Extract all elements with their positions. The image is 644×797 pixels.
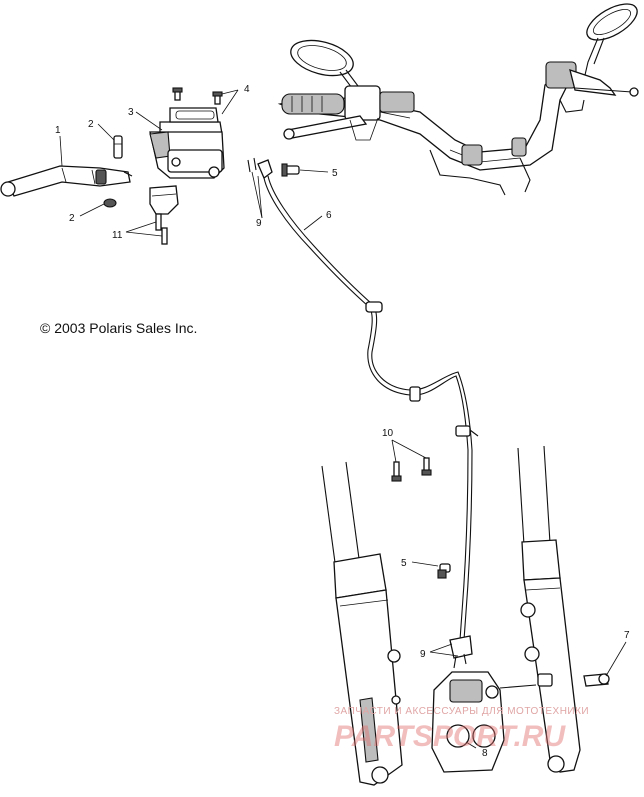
callout-10: 10 [382, 428, 394, 439]
callout-5-upper: 5 [332, 168, 338, 179]
right-control-housing [545, 61, 639, 113]
pivot-nut [103, 198, 117, 208]
callout-5-lower: 5 [401, 558, 407, 569]
callout-2-lower: 2 [69, 213, 75, 224]
brake-caliper [431, 671, 553, 773]
callout-9-upper: 9 [256, 218, 262, 229]
left-grip [281, 93, 345, 115]
callout-2-upper: 2 [88, 119, 94, 130]
left-fork [321, 461, 403, 786]
handlebar [277, 74, 571, 196]
copyright-text: © 2003 Polaris Sales Inc. [40, 320, 197, 336]
leader-lines [59, 89, 627, 749]
callout-4: 4 [244, 84, 250, 95]
master-cylinder [149, 107, 225, 179]
callout-7: 7 [624, 630, 630, 641]
cover-screws [172, 87, 223, 105]
left-mirror [290, 39, 359, 97]
right-mirror [584, 3, 638, 76]
handlebar-master-cylinder [283, 85, 415, 141]
watermark-tagline: ЗАПЧАСТИ И АКСЕССУАРЫ ДЛЯ МОТОТЕХНИКИ [334, 706, 589, 717]
callout-6: 6 [326, 210, 332, 221]
brake-hose [263, 175, 479, 641]
banjo-bolt-lower [437, 563, 451, 579]
watermark-site: PARTSPORT.RU [334, 720, 566, 753]
callout-8: 8 [482, 748, 488, 759]
callout-3: 3 [128, 107, 134, 118]
callout-9-lower: 9 [420, 649, 426, 660]
pivot-bolt [113, 135, 123, 159]
caliper-bolt [583, 673, 610, 687]
callout-11: 11 [112, 230, 123, 241]
mount-bolts [391, 457, 432, 482]
callout-1: 1 [55, 125, 61, 136]
hose-end-fittings [449, 635, 473, 669]
brake-lever [0, 165, 133, 197]
banjo-bolt-upper [247, 157, 300, 180]
